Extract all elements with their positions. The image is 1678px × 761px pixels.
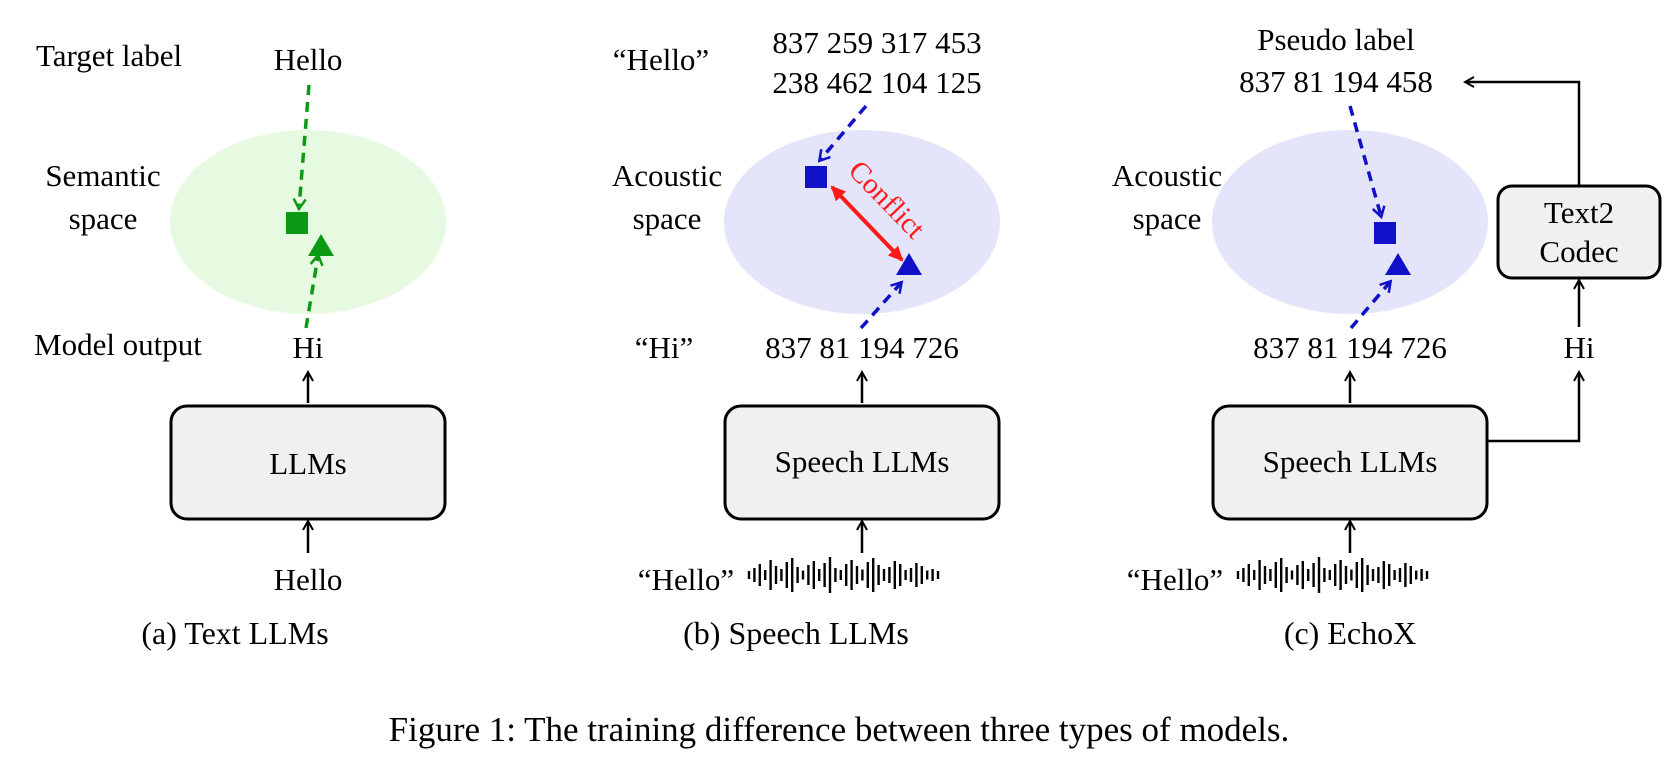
input-quote: “Hello” <box>1127 562 1223 597</box>
target-label: Target label <box>36 38 182 73</box>
pseudo-dashed-arrow <box>1348 105 1381 216</box>
acoustic-space-label-line2: space <box>1133 201 1202 236</box>
acoustic-space-label-line1: Acoustic <box>612 158 722 193</box>
output-tokens: 837 81 194 726 <box>765 330 959 365</box>
conflict-arrow <box>830 185 904 262</box>
acoustic-space-label-line2: space <box>633 201 702 236</box>
text2codec-label-line1: Text2 <box>1544 195 1614 230</box>
panel-a: Target label Hello Semantic space Model … <box>34 38 447 651</box>
panel-c: Pseudo label 837 81 194 458 Acoustic spa… <box>1112 22 1662 651</box>
waveform-icon <box>1236 557 1429 593</box>
output-dashed-arrow <box>304 256 318 329</box>
target-square-marker <box>805 166 827 188</box>
caption-a: (a) Text LLMs <box>141 615 328 651</box>
target-dashed-arrow <box>820 104 868 160</box>
target-word: Hello <box>274 42 343 77</box>
semantic-space-label-line2: space <box>69 201 138 236</box>
speech-llm-box-label: Speech LLMs <box>775 444 950 479</box>
output-quote: “Hi” <box>635 330 694 365</box>
semantic-space-label-line1: Semantic <box>45 158 160 193</box>
pseudo-label: Pseudo label <box>1257 22 1415 57</box>
pseudo-tokens: 837 81 194 458 <box>1239 64 1433 99</box>
target-tokens-line2: 238 462 104 125 <box>772 65 981 100</box>
panel-b: “Hello” 837 259 317 453 238 462 104 125 … <box>612 25 1001 651</box>
acoustic-space-label-line1: Acoustic <box>1112 158 1222 193</box>
model-to-side-output-arrow <box>1487 373 1579 443</box>
acoustic-space-ellipse <box>1212 130 1488 314</box>
target-tokens-line1: 837 259 317 453 <box>772 25 981 60</box>
target-quote: “Hello” <box>613 42 709 77</box>
output-triangle-marker <box>308 234 334 256</box>
input-quote: “Hello” <box>638 562 734 597</box>
output-word: Hi <box>293 330 324 365</box>
model-output-label: Model output <box>34 327 202 362</box>
caption-c: (c) EchoX <box>1284 615 1416 651</box>
llm-box-label: LLMs <box>269 446 347 481</box>
side-output-word: Hi <box>1564 330 1595 365</box>
output-triangle-marker <box>896 253 922 275</box>
text2codec-label-line2: Codec <box>1539 234 1618 269</box>
output-triangle-marker <box>1385 253 1411 275</box>
output-tokens: 837 81 194 726 <box>1253 330 1447 365</box>
pseudo-square-marker <box>1374 222 1396 244</box>
codec-to-pseudo-label-arrow <box>1466 82 1581 186</box>
target-dashed-arrow <box>299 84 311 208</box>
speech-llm-box-label: Speech LLMs <box>1263 444 1438 479</box>
figure-caption: Figure 1: The training difference betwee… <box>389 710 1290 749</box>
target-square-marker <box>286 212 308 234</box>
input-word: Hello <box>274 562 343 597</box>
caption-b: (b) Speech LLMs <box>683 615 909 651</box>
waveform-icon <box>747 557 940 593</box>
